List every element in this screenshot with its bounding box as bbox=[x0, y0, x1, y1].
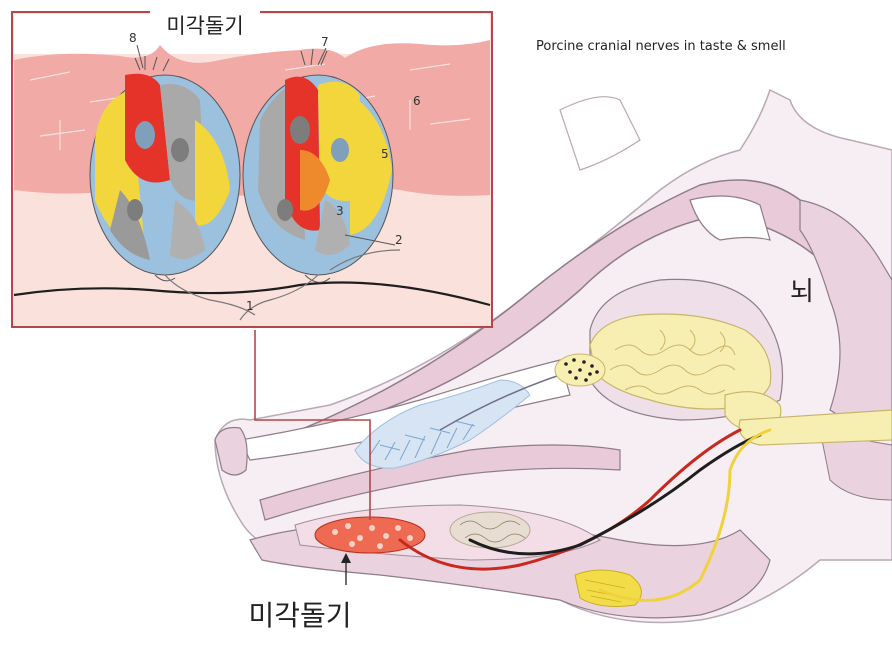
ear-outline bbox=[560, 97, 640, 170]
label-3: 3 bbox=[336, 204, 344, 218]
brain-label: 뇌 bbox=[790, 277, 814, 307]
label-2: 2 bbox=[395, 233, 403, 247]
label-8: 8 bbox=[129, 31, 137, 45]
taste-buds-label: 미각돌기 bbox=[248, 599, 351, 632]
label-6: 6 bbox=[413, 94, 421, 108]
inset-panel: 8 7 6 5 3 2 1 미각돌기 bbox=[12, 10, 492, 327]
label-5: 5 bbox=[381, 147, 389, 161]
label-7: 7 bbox=[321, 35, 329, 49]
label-1: 1 bbox=[246, 299, 254, 313]
diagram-title: Porcine cranial nerves in taste & smell bbox=[536, 39, 786, 54]
posterior-tongue-papillae bbox=[450, 512, 530, 548]
inset-heading: 미각돌기 bbox=[166, 14, 243, 38]
